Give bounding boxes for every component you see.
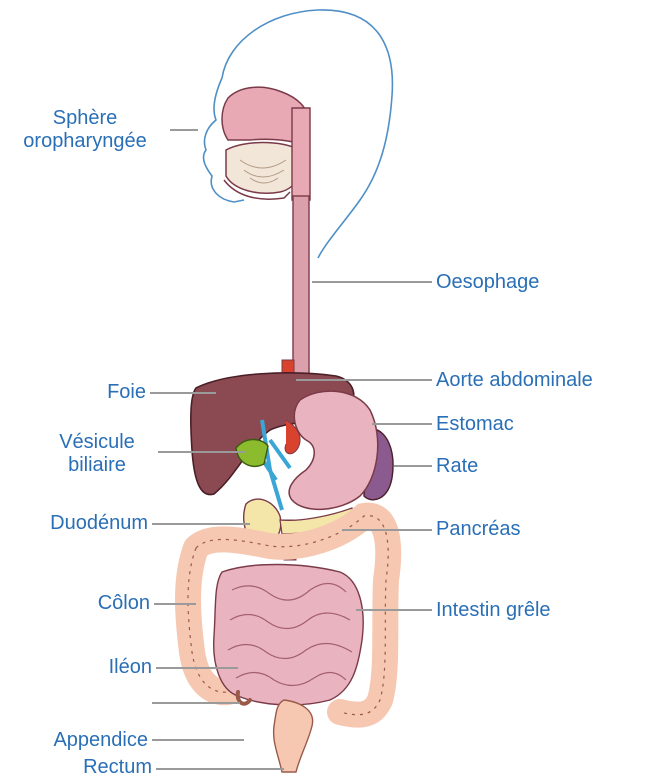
label-intestin-grele: Intestin grêle (436, 599, 551, 622)
label-duodenum: Duodénum (0, 512, 148, 535)
label-rate: Rate (436, 455, 478, 478)
label-sphere-oropharyngee: Sphère oropharyngée (0, 107, 170, 153)
label-oesophage: Oesophage (436, 271, 539, 294)
pharynx (292, 108, 310, 200)
label-pancreas: Pancréas (436, 518, 521, 541)
stomach-shape (289, 391, 378, 509)
label-aorte-abdominale: Aorte abdominale (436, 369, 593, 392)
label-colon: Côlon (0, 592, 150, 615)
rectum-shape (274, 700, 313, 772)
small-intestine-shape (214, 565, 363, 705)
label-rectum: Rectum (0, 756, 152, 779)
label-ileon: Iléon (0, 656, 152, 679)
label-appendice: Appendice (0, 729, 148, 752)
label-estomac: Estomac (436, 413, 514, 436)
label-foie: Foie (0, 381, 146, 404)
label-vesicule-line2: biliaire (36, 454, 158, 477)
oesophagus-tube (293, 196, 309, 386)
label-vesicule-biliaire: Vésicule biliaire (36, 431, 158, 477)
label-vesicule-line1: Vésicule (36, 431, 158, 454)
label-sphere-line1: Sphère (0, 107, 170, 130)
label-sphere-line2: oropharyngée (0, 130, 170, 153)
